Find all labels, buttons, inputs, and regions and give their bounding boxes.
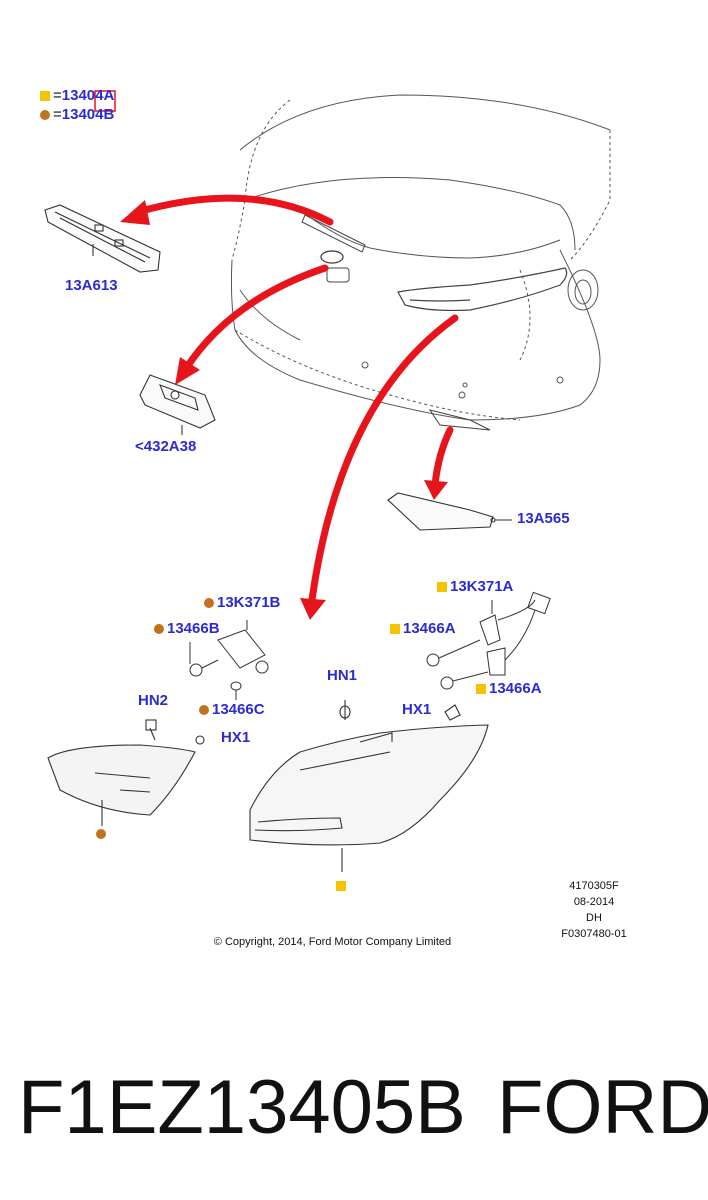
vehicle-tail-lamp: [397, 267, 568, 312]
left-socket-bulb-part: [189, 620, 269, 700]
callout-13466A-bottom[interactable]: 13466A: [476, 681, 542, 697]
legend-circle: =13404B: [40, 107, 114, 123]
outer-tail-lamp-part: [249, 700, 489, 872]
callout-HN1[interactable]: HN1: [327, 667, 358, 684]
high-mount-lamp-part: [44, 204, 161, 273]
figure-id: F0307480-01: [561, 928, 627, 940]
legend-square-part[interactable]: 13404A: [61, 87, 115, 104]
callout-HN2[interactable]: HN2: [138, 692, 169, 709]
part-number: F1EZ13405B: [18, 1065, 466, 1150]
brand-name: FORD: [497, 1065, 708, 1150]
equals-sign: =: [53, 106, 62, 123]
legend-square: =13404A: [40, 88, 114, 104]
reflector-part: [387, 492, 512, 531]
square-marker-icon: [40, 91, 50, 101]
vehicle-brake-lamp: [301, 214, 366, 253]
callout-13466C[interactable]: 13466C: [199, 702, 265, 718]
copyright: © Copyright, 2014, Ford Motor Company Li…: [213, 936, 452, 948]
callout-13K371B[interactable]: 13K371B: [204, 595, 280, 611]
callout-13466B[interactable]: 13466B: [154, 621, 220, 637]
doc-number: 4170305F: [569, 880, 619, 892]
vehicle-reflector: [428, 409, 491, 431]
inner-tail-lamp-part: [47, 719, 205, 826]
ford-badge: [320, 250, 344, 264]
outer-lamp-square-marker-icon: [336, 881, 346, 891]
square-marker-icon: [390, 624, 400, 634]
square-marker-icon: [476, 684, 486, 694]
square-marker-icon: [437, 582, 447, 592]
callout-HX1-left[interactable]: HX1: [221, 729, 251, 746]
callout-HX1-right[interactable]: HX1: [402, 701, 432, 718]
right-socket-bulb-part: [426, 591, 551, 690]
legend-circle-part[interactable]: 13404B: [61, 106, 115, 123]
red-arrowheads: [120, 200, 448, 620]
license-lamp-outline: [326, 267, 350, 283]
doc-date: 08-2014: [573, 896, 615, 908]
circle-marker-icon: [199, 705, 209, 715]
circle-marker-icon: [40, 110, 50, 120]
callout-13466A-top[interactable]: 13466A: [390, 621, 456, 637]
callout-13A613[interactable]: 13A613: [65, 277, 118, 294]
license-lamp-part: [139, 374, 216, 435]
red-arrows: [134, 194, 459, 604]
highlight-box: [94, 90, 116, 112]
callout-13A565[interactable]: 13A565: [517, 510, 570, 527]
doc-code: DH: [586, 912, 602, 924]
footer: F1EZ13405B FORD: [0, 1058, 708, 1158]
inner-lamp-circle-marker-icon: [96, 829, 106, 839]
circle-marker-icon: [204, 598, 214, 608]
callout-432A38[interactable]: <432A38: [135, 438, 197, 455]
equals-sign: =: [53, 87, 62, 104]
circle-marker-icon: [154, 624, 164, 634]
callout-13K371A[interactable]: 13K371A: [437, 579, 513, 595]
vehicle-rear-outline: [230, 94, 611, 421]
